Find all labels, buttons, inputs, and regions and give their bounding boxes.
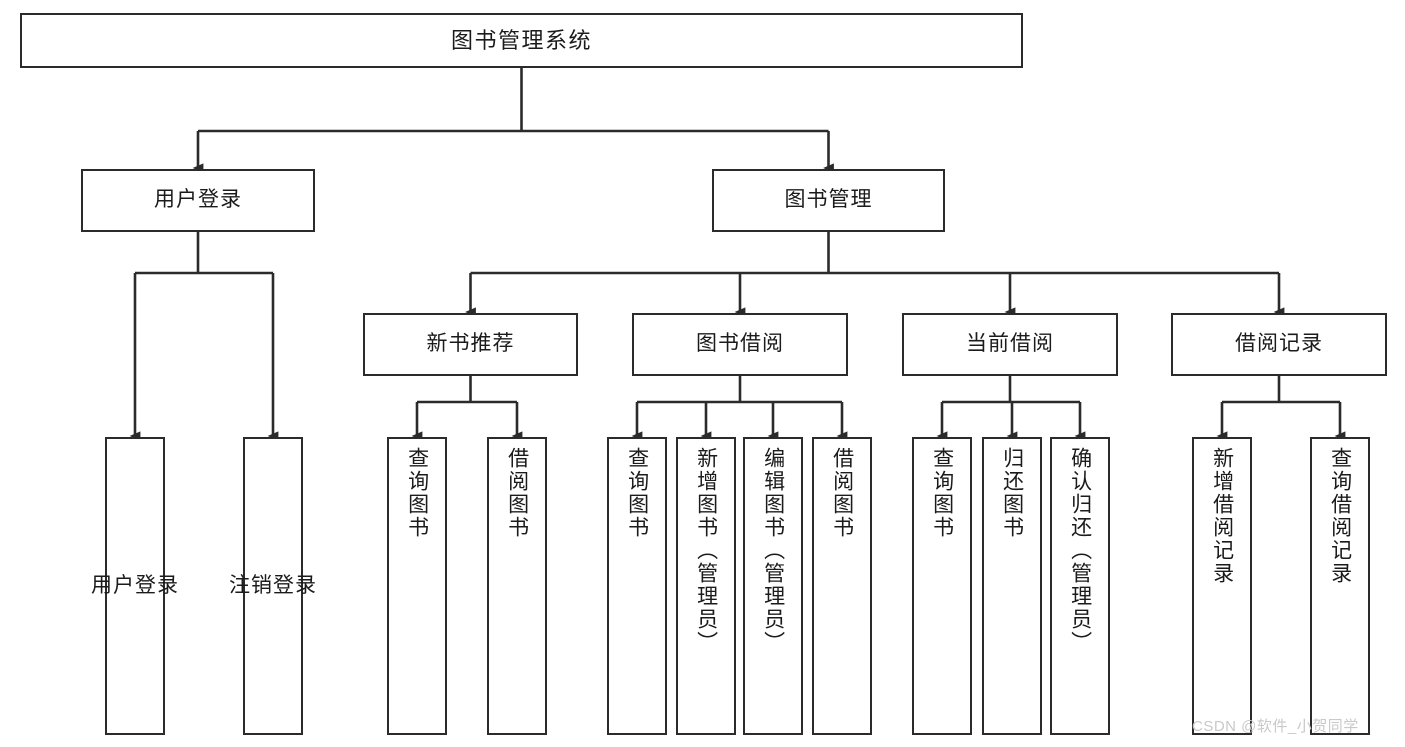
node-label: 查询图书 (625, 447, 649, 539)
node-label: 归还图书 (1000, 447, 1024, 539)
node-leaf-query-borrow-record[interactable]: 查询借阅记录 (1310, 437, 1370, 735)
node-new-book-recommend[interactable]: 新书推荐 (363, 313, 578, 376)
node-label: 借阅图书 (830, 447, 854, 539)
node-label: 图书管理系统 (450, 27, 592, 53)
node-label: 用户登录 (154, 188, 242, 212)
node-label: 查询借阅记录 (1328, 447, 1352, 585)
node-borrow-records[interactable]: 借阅记录 (1171, 313, 1387, 376)
node-leaf-query-book-3[interactable]: 查询图书 (912, 437, 972, 735)
node-leaf-confirm-return-admin[interactable]: 确认归还（管理员） (1050, 437, 1110, 735)
node-label: 编辑图书（管理员） (761, 447, 785, 654)
node-leaf-query-book-2[interactable]: 查询图书 (607, 437, 667, 735)
node-current-borrow[interactable]: 当前借阅 (902, 313, 1118, 376)
node-label: 查询图书 (930, 447, 954, 539)
watermark: CSDN @软件_小贺同学 (1192, 718, 1359, 735)
node-label: 用户登录 (91, 573, 179, 597)
node-leaf-query-book-1[interactable]: 查询图书 (387, 437, 447, 735)
node-book-manage[interactable]: 图书管理 (712, 169, 945, 232)
node-label: 确认归还（管理员） (1068, 447, 1092, 654)
node-root[interactable]: 图书管理系统 (20, 13, 1023, 68)
node-label: 新书推荐 (426, 332, 515, 356)
node-leaf-return-book[interactable]: 归还图书 (982, 437, 1042, 735)
node-label: 借阅图书 (505, 447, 529, 539)
node-label: 当前借阅 (966, 332, 1054, 356)
node-book-borrow[interactable]: 图书借阅 (632, 313, 848, 376)
node-user-login[interactable]: 用户登录 (81, 169, 315, 232)
node-leaf-borrow-book-1[interactable]: 借阅图书 (487, 437, 547, 735)
node-leaf-add-borrow-record[interactable]: 新增借阅记录 (1192, 437, 1252, 735)
node-label: 借阅记录 (1235, 332, 1323, 356)
node-leaf-edit-book-admin[interactable]: 编辑图书（管理员） (743, 437, 803, 735)
node-leaf-user-logout[interactable]: 注销登录 (229, 437, 316, 735)
node-label: 查询图书 (405, 447, 429, 539)
node-label: 注销登录 (229, 573, 317, 597)
node-leaf-add-book-admin[interactable]: 新增图书（管理员） (676, 437, 736, 735)
node-label: 图书借阅 (696, 332, 784, 356)
node-label: 图书管理 (784, 188, 873, 212)
node-leaf-user-login[interactable]: 用户登录 (91, 437, 178, 735)
node-label: 新增借阅记录 (1210, 447, 1234, 585)
node-leaf-borrow-book-2[interactable]: 借阅图书 (812, 437, 872, 735)
node-label: 新增图书（管理员） (694, 447, 718, 654)
